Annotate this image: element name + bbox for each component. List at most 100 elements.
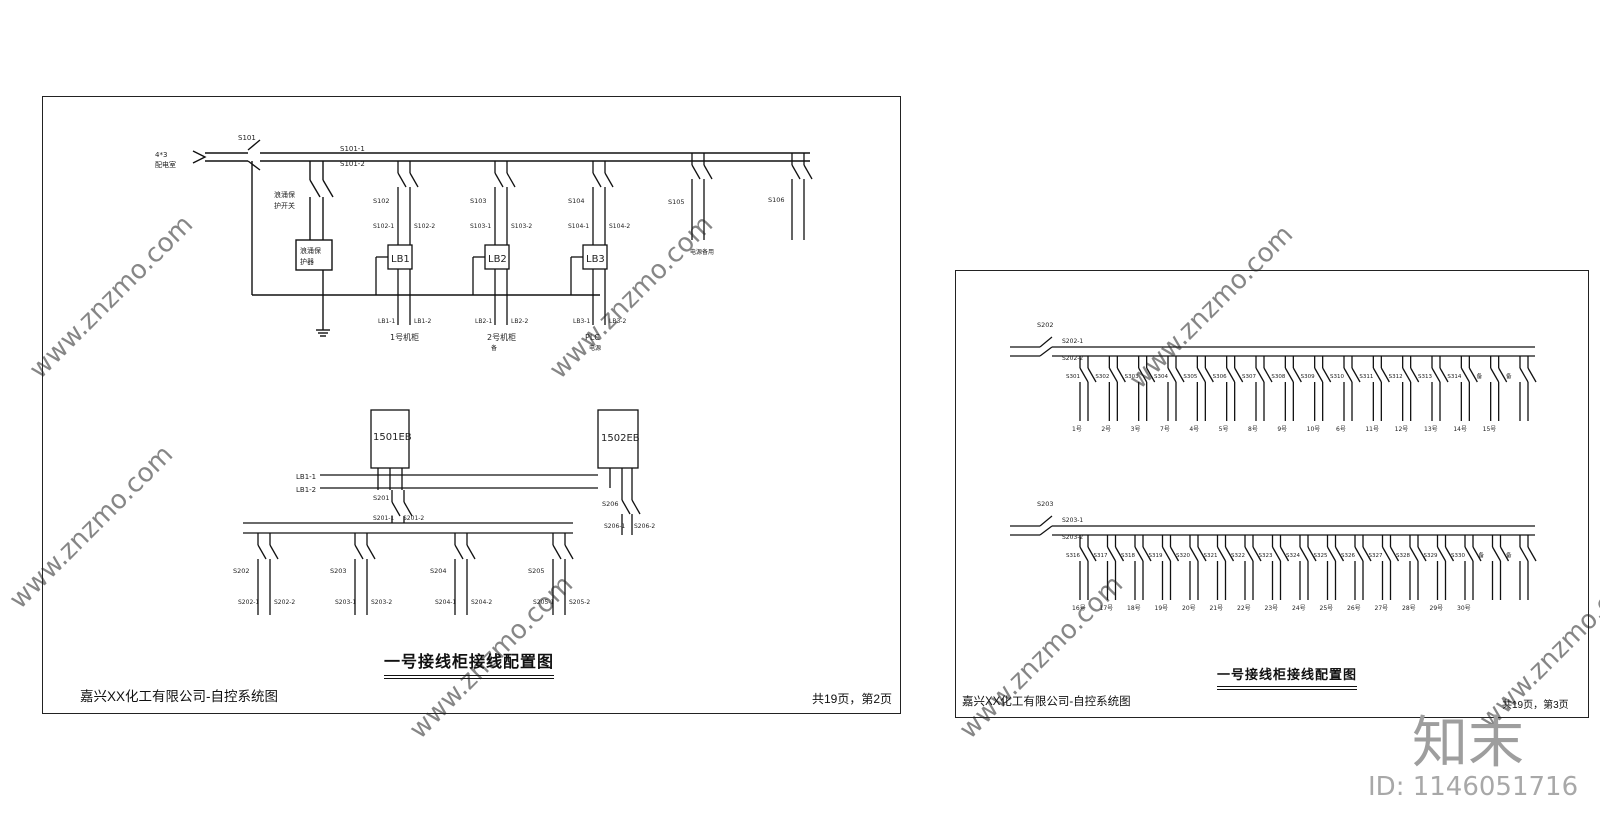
main-switch-blade <box>247 139 261 151</box>
lower-switch-4-blade <box>1161 546 1172 562</box>
sheet-2-lower-feeders: S203S203-1S203-2S31616号S31717号S31818号S31… <box>1037 500 1537 612</box>
lower-feeder-s204-label: S204 <box>430 567 447 575</box>
sheet-1-drawing <box>192 139 810 337</box>
upper-switch-12-blade <box>1402 367 1412 383</box>
upper-bus-label-1: S202-1 <box>1062 338 1083 345</box>
switch-s206-label: S206 <box>602 500 619 508</box>
lower-switch-3-blade <box>1134 546 1144 562</box>
surge-switch-label-2: 护开关 <box>274 201 295 210</box>
lower-switch-11-blade <box>1362 546 1372 562</box>
sheet-1-frame <box>42 96 901 714</box>
lb-line-label-1: LB1-1 <box>296 473 316 481</box>
feeder-s103-out-2: S103-2 <box>511 223 532 230</box>
feeder-s104-dest-2: 电源 <box>589 344 601 352</box>
lower-feeder-s202-blade <box>257 544 267 560</box>
sheet-1-page-number: 共19页，第2页 <box>812 692 893 706</box>
lower-switch-9-blade <box>1307 546 1317 562</box>
upper-switch-8-label: S308 <box>1271 374 1285 380</box>
lower-switch-15-label: S330 <box>1451 553 1465 559</box>
upper-main-switch-label: S202 <box>1037 321 1054 329</box>
lower-switch-3-dest: 18号 <box>1127 605 1141 612</box>
incoming-arrow-icon <box>192 150 207 164</box>
upper-switch-7-dest: 8号 <box>1248 426 1258 433</box>
upper-switch-10-label: S310 <box>1330 374 1344 380</box>
feeder-s102-blade <box>397 172 407 188</box>
upper-switch-2-blade <box>1108 367 1118 383</box>
lower-switch-4-label: S319 <box>1149 553 1163 559</box>
upper-switch-14-label: S314 <box>1447 374 1461 380</box>
lower-switch-6-blade <box>1216 546 1227 562</box>
lower-switch-7-blade <box>1244 546 1254 562</box>
sheet-2-page-number: 共19页，第3页 <box>1502 700 1569 711</box>
feeder-s105-blade <box>691 164 701 180</box>
feeder-s104-blade <box>592 172 602 188</box>
feeder-s103-term-2: LB2-2 <box>511 318 528 325</box>
upper-switch-13-dest: 13号 <box>1424 426 1438 433</box>
lower-switch-12-dest: 27号 <box>1375 605 1389 612</box>
lower-switch-7-blade <box>1252 546 1262 562</box>
lower-switch-5-blade <box>1189 546 1199 562</box>
lower-switch-1-label: S316 <box>1066 553 1080 559</box>
upper-switch-5-label: S305 <box>1183 374 1197 380</box>
upper-switch-6-label: S306 <box>1213 374 1227 380</box>
feeder-s104-out-2: S104-2 <box>609 223 630 230</box>
lower-switch-16-blade <box>1499 546 1510 562</box>
lower-switch-1-blade <box>1079 546 1089 562</box>
eb-box-1502 <box>597 409 639 469</box>
lower-switch-6-label: S321 <box>1204 553 1218 559</box>
feeder-s103-dest-2: 备 <box>491 344 497 352</box>
sheet-1-title: 一号接线柜接线配置图 <box>384 648 555 679</box>
switch-s201-blade <box>391 501 401 517</box>
lower-feeder-s205-out-1: S205-1 <box>533 599 554 606</box>
upper-switch-1-label: S301 <box>1066 374 1080 380</box>
lower-bus-label-1: S203-1 <box>1062 517 1083 524</box>
upper-switch-15-dest: 15号 <box>1483 426 1497 433</box>
upper-switch-16-blade <box>1527 367 1537 383</box>
lower-switch-14-blade <box>1444 546 1455 562</box>
upper-switch-8-dest: 9号 <box>1277 426 1287 433</box>
box-lb2 <box>484 244 510 270</box>
upper-switch-7-blade <box>1255 367 1265 383</box>
sheet-2-drawing <box>1010 336 1535 536</box>
main-switch-label: S101 <box>238 134 256 142</box>
lower-switch-13-blade <box>1417 546 1427 562</box>
upper-switch-6-blade <box>1226 367 1236 383</box>
incoming-label-2: 配电室 <box>155 160 176 169</box>
switch-s206-blade <box>631 499 641 515</box>
feeder-s105-label: S105 <box>668 198 685 206</box>
feeder-s104-dest-1: PLC <box>585 333 600 342</box>
upper-switch-10-blade <box>1343 367 1353 383</box>
lower-switch-5-blade <box>1197 546 1207 562</box>
upper-switch-8-blade <box>1284 367 1294 383</box>
upper-switch-3-blade <box>1138 367 1148 383</box>
switch-s206-blade <box>621 499 631 515</box>
lb-line-label-2: LB1-2 <box>296 486 316 494</box>
box-label-lb1: LB1 <box>391 254 410 265</box>
lower-switch-4-blade <box>1169 546 1180 562</box>
surge-protector-box <box>295 239 333 271</box>
upper-switch-4-blade <box>1175 367 1185 383</box>
lower-switch-11-label: S326 <box>1341 553 1355 559</box>
upper-switch-12-label: S312 <box>1389 374 1403 380</box>
upper-switch-13-blade <box>1439 367 1449 383</box>
feeder-s103-blade <box>506 172 516 188</box>
switch-s201-out-2: S201-2 <box>403 515 424 522</box>
upper-switch-1-blade <box>1079 367 1089 383</box>
feeder-s104-label: S104 <box>568 197 585 205</box>
upper-switch-2-blade <box>1116 367 1126 383</box>
lower-switch-9-blade <box>1299 546 1309 562</box>
switch-s201-blade <box>403 501 413 517</box>
sheet-1-company: 嘉兴XX化工有限公司-自控系统图 <box>80 689 279 704</box>
upper-switch-1-dest: 1号 <box>1072 426 1082 433</box>
incoming-label-1: 4*3 <box>155 151 167 159</box>
feeder-s105-blade <box>703 164 713 180</box>
upper-switch-12-blade <box>1410 367 1420 383</box>
bus-label-1: S101-1 <box>340 145 365 153</box>
eb-label-1502: 1502EB <box>601 433 640 444</box>
upper-switch-6-dest: 5号 <box>1219 426 1229 433</box>
lower-switch-11-blade <box>1354 546 1364 562</box>
lower-switch-2-blade <box>1114 546 1125 562</box>
switch-s201-label: S201 <box>373 494 390 502</box>
